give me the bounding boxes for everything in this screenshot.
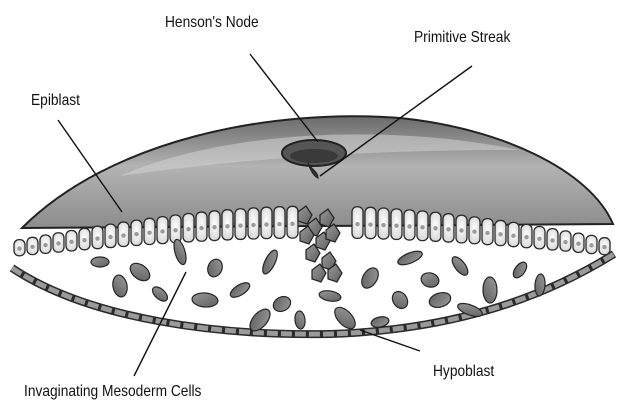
epiblast-cell [599, 238, 610, 255]
epiblast-cell [482, 219, 493, 245]
epiblast-cell [391, 209, 402, 240]
epiblast-cell [53, 233, 64, 252]
epiblast-cell [443, 214, 454, 242]
epiblast-cell [170, 215, 181, 243]
epiblast-cell [287, 206, 298, 238]
mesoderm-cell [483, 277, 497, 303]
label-primitive-streak: Primitive Streak [414, 30, 510, 46]
epiblast-cell [534, 226, 545, 248]
epiblast-cell [209, 211, 220, 241]
label-hypoblast: Hypoblast [433, 364, 494, 380]
epiblast-cell [27, 237, 38, 254]
epiblast-cell [235, 209, 246, 240]
epiblast-cell [40, 235, 51, 253]
label-invaginating-mesoderm: Invaginating Mesoderm Cells [24, 384, 201, 400]
mesoderm-cell [91, 257, 109, 267]
epiblast-cell [157, 217, 168, 244]
epiblast-cell [430, 212, 441, 241]
epiblast-cell [196, 212, 207, 241]
epiblast-cell [14, 240, 25, 256]
epiblast-cell [92, 226, 103, 249]
epiblast-cell [521, 224, 532, 247]
epiblast-cell [274, 207, 285, 239]
epiblast-cell [183, 213, 194, 241]
epiblast-cell [352, 207, 363, 239]
epiblast-cell [378, 208, 389, 239]
epiblast-cell [144, 218, 155, 244]
epiblast-cell [79, 228, 90, 249]
epiblast-cell [248, 208, 259, 239]
epiblast-cell [586, 235, 597, 253]
epiblast-cell [66, 231, 77, 251]
label-epiblast: Epiblast [31, 93, 80, 109]
epiblast-cell [417, 211, 428, 241]
epiblast-cell [469, 217, 480, 244]
epiblast-cell [131, 220, 142, 245]
epiblast-cell [261, 207, 272, 238]
epiblast-cell [495, 220, 506, 245]
epiblast-cell [118, 222, 129, 246]
epiblast-cell [365, 207, 376, 238]
epiblast-cell [222, 210, 233, 240]
epiblast-cell [547, 229, 558, 250]
epiblast-cell [508, 222, 519, 246]
epiblast-cell [560, 231, 571, 251]
epiblast-cell [456, 215, 467, 243]
epiblast-cell [573, 233, 584, 252]
label-hensons-node: Henson's Node [165, 15, 259, 31]
amniotic-dome [22, 116, 613, 228]
epiblast-cell [404, 210, 415, 240]
epiblast-cell [105, 224, 116, 247]
